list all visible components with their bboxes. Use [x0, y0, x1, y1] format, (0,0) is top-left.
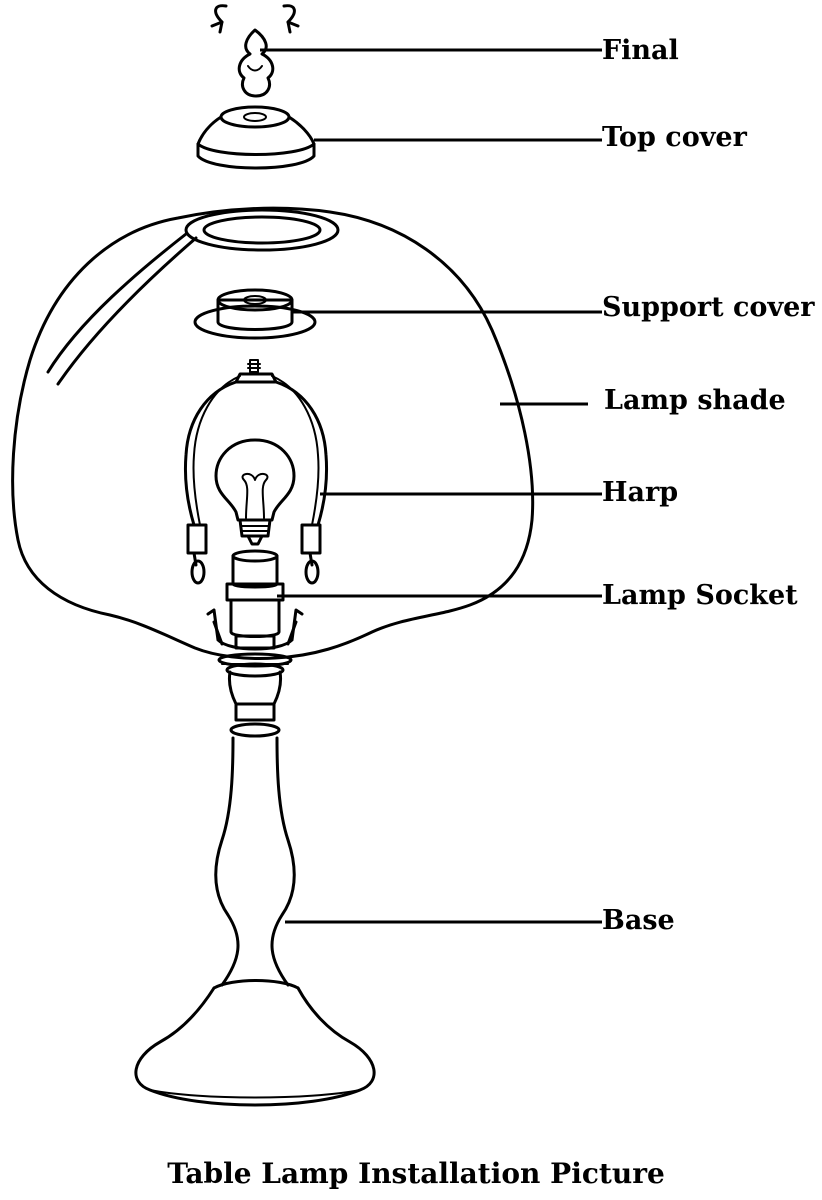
label-support-cover: Support cover	[602, 292, 815, 323]
harp-part	[184, 359, 328, 585]
label-harp: Harp	[602, 477, 678, 508]
socket-bracket-part	[206, 608, 304, 668]
lamp-shade-part	[11, 206, 535, 660]
support-cover-part	[193, 288, 317, 340]
diagram-caption: Table Lamp Installation Picture	[167, 1157, 665, 1190]
label-lamp-shade: Lamp shade	[604, 385, 786, 416]
label-lamp-socket: Lamp Socket	[602, 580, 798, 611]
label-top-cover: Top cover	[602, 122, 748, 153]
label-base: Base	[602, 905, 675, 936]
base-part	[134, 662, 376, 1107]
top-cover-part	[196, 105, 316, 170]
lamp-socket-part	[225, 549, 285, 650]
bulb-icon	[214, 438, 296, 546]
finial-part	[210, 4, 300, 98]
label-final: Final	[602, 35, 679, 66]
